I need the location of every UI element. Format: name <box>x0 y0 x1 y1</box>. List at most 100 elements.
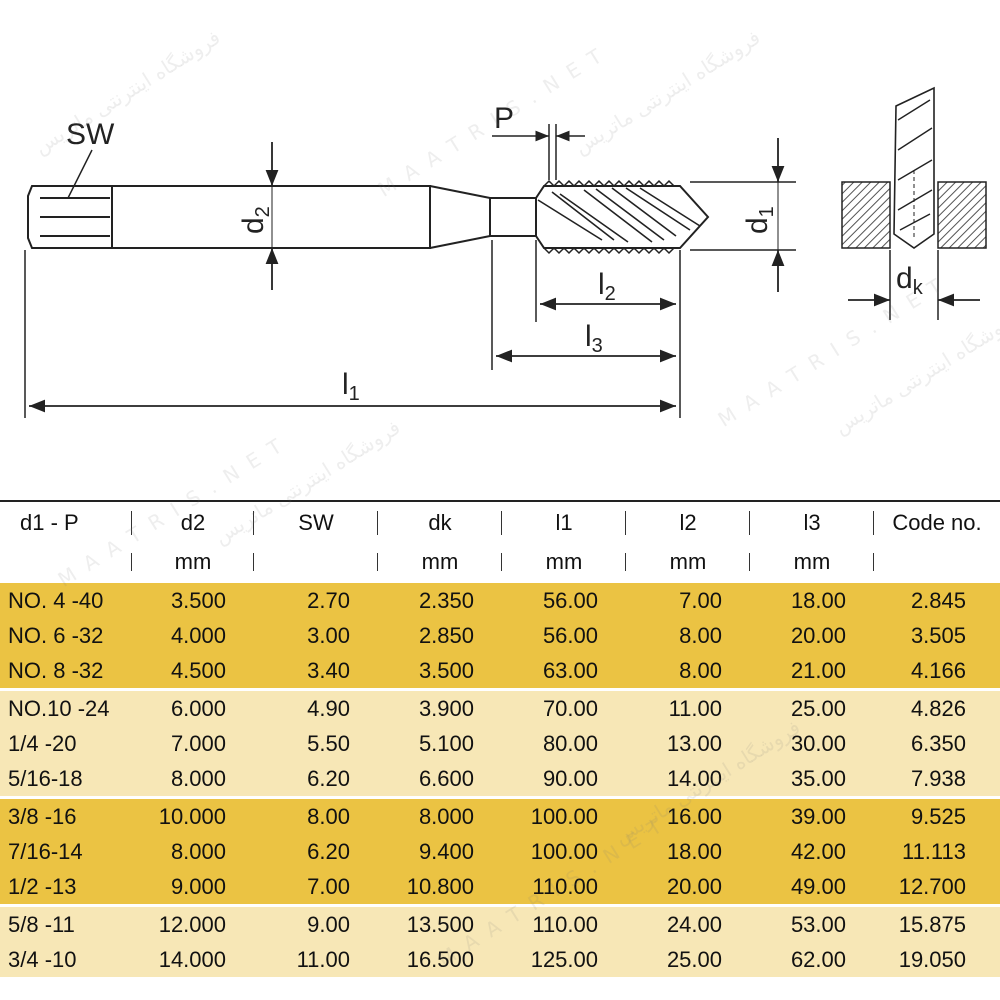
cell-d2: 12.000 <box>132 904 254 942</box>
cell-l1: 56.00 <box>502 580 626 618</box>
header-d1-p: d1 - P <box>0 500 132 544</box>
spiral-flutes <box>537 187 701 243</box>
unit-code-no <box>874 544 1000 583</box>
cell-dk: 2.350 <box>378 580 502 618</box>
header-l3: l3 <box>750 500 874 544</box>
cell-dk: 2.850 <box>418 622 474 648</box>
cell-d1-p: NO. 8 -32 <box>8 657 104 683</box>
unit-l2: mm <box>626 544 750 583</box>
cell-d1-p: 5/8 -11 <box>0 904 132 942</box>
cell-l2: 7.00 <box>626 580 750 618</box>
d1-label: d1 <box>741 206 778 234</box>
cell-dk: 6.600 <box>418 765 474 791</box>
cell-d1-p: 1/4 -20 <box>8 730 77 756</box>
tap-technical-drawing: SW d2 P d1 l2 l3 l1 <box>24 86 987 418</box>
cell-sw: 7.00 <box>307 873 350 899</box>
l1-label: l1 <box>342 368 360 405</box>
cell-l3: 35.00 <box>790 765 846 791</box>
cell-d2: 4.000 <box>170 622 226 648</box>
unit-l1: mm <box>502 544 626 583</box>
cell-l2: 20.00 <box>666 873 722 899</box>
cell-d1-p: NO. 6 -32 <box>8 622 104 648</box>
header-code-no: Code no. <box>874 500 1000 544</box>
cell-l1: 90.00 <box>542 765 598 791</box>
cell-l1: 63.00 <box>542 657 598 683</box>
cell-dk: 13.500 <box>378 904 502 942</box>
cell-code-no: 4.166 <box>910 657 966 683</box>
cell-dk: 9.400 <box>418 838 474 864</box>
unit-l3: mm <box>750 544 874 583</box>
cell-d2: 4.500 <box>170 657 226 683</box>
cell-d2: 6.000 <box>132 688 254 726</box>
cell-l2: 18.00 <box>666 838 722 864</box>
cell-code-no: 7.938 <box>910 765 966 791</box>
cell-sw: 9.00 <box>254 904 378 942</box>
cell-l2: 24.00 <box>626 904 750 942</box>
cell-d1-p: 3/4 -10 <box>8 946 77 972</box>
cell-code-no: 19.050 <box>898 946 966 972</box>
cell-code-no: 4.826 <box>874 688 1000 726</box>
unit-d1-p <box>0 544 132 583</box>
header-l1: l1 <box>502 500 626 544</box>
l2-label: l2 <box>598 268 616 305</box>
cell-d1-p: NO.10 -24 <box>0 688 132 726</box>
cell-d1-p: 3/8 -16 <box>0 796 132 834</box>
header-row: d1 - P d2 SW dk l1 l2 l3 Code no. <box>0 500 1000 544</box>
workpiece-left-hatch <box>841 181 891 249</box>
cell-d2: 8.000 <box>170 765 226 791</box>
cell-l2: 25.00 <box>666 946 722 972</box>
cell-dk: 3.500 <box>418 657 474 683</box>
header-dk: dk <box>378 500 502 544</box>
cell-d2: 9.000 <box>170 873 226 899</box>
cell-l2: 11.00 <box>626 688 750 726</box>
thread-crests <box>543 179 675 255</box>
cell-sw: 8.00 <box>254 796 378 834</box>
cell-sw: 3.00 <box>307 622 350 648</box>
cell-l1: 125.00 <box>530 946 598 972</box>
cell-code-no: 9.525 <box>874 796 1000 834</box>
cell-sw: 2.70 <box>254 580 378 618</box>
cell-l2: 16.00 <box>626 796 750 834</box>
cell-l2: 13.00 <box>666 730 722 756</box>
cell-l1: 70.00 <box>502 688 626 726</box>
cell-code-no: 6.350 <box>910 730 966 756</box>
cell-l3: 42.00 <box>790 838 846 864</box>
units-row: mm mm mm mm mm <box>0 544 1000 583</box>
cell-l1: 110.00 <box>502 904 626 942</box>
tap-body <box>27 179 710 255</box>
cell-dk: 8.000 <box>378 796 502 834</box>
cell-code-no: 2.845 <box>874 580 1000 618</box>
l2-dimension: l2 <box>540 268 676 311</box>
cell-l1: 100.00 <box>502 796 626 834</box>
p-label: P <box>494 102 514 135</box>
table-header: d1 - P d2 SW dk l1 l2 l3 Code no. mm mm … <box>0 500 1000 583</box>
sw-label: SW <box>66 118 115 151</box>
spec-table: d1 - P d2 SW dk l1 l2 l3 Code no. mm mm … <box>0 500 1000 977</box>
cell-code-no: 3.505 <box>910 622 966 648</box>
cell-code-no: 15.875 <box>874 904 1000 942</box>
cell-d1-p: 1/2 -13 <box>8 873 77 899</box>
pitch-dimension: P <box>492 102 585 180</box>
dk-label: dk <box>896 262 924 299</box>
cell-l3: 49.00 <box>790 873 846 899</box>
cell-l3: 25.00 <box>750 688 874 726</box>
hole-detail: dk <box>841 86 987 320</box>
header-d2: d2 <box>132 500 254 544</box>
thread-envelope <box>535 185 710 249</box>
cell-sw: 5.50 <box>307 730 350 756</box>
cell-l2: 8.00 <box>679 622 722 648</box>
unit-sw <box>254 544 378 583</box>
workpiece-right-hatch <box>937 181 987 249</box>
cell-l1: 100.00 <box>530 838 598 864</box>
cell-dk: 5.100 <box>418 730 474 756</box>
cell-l3: 21.00 <box>790 657 846 683</box>
cell-l3: 30.00 <box>790 730 846 756</box>
cell-l1: 56.00 <box>542 622 598 648</box>
